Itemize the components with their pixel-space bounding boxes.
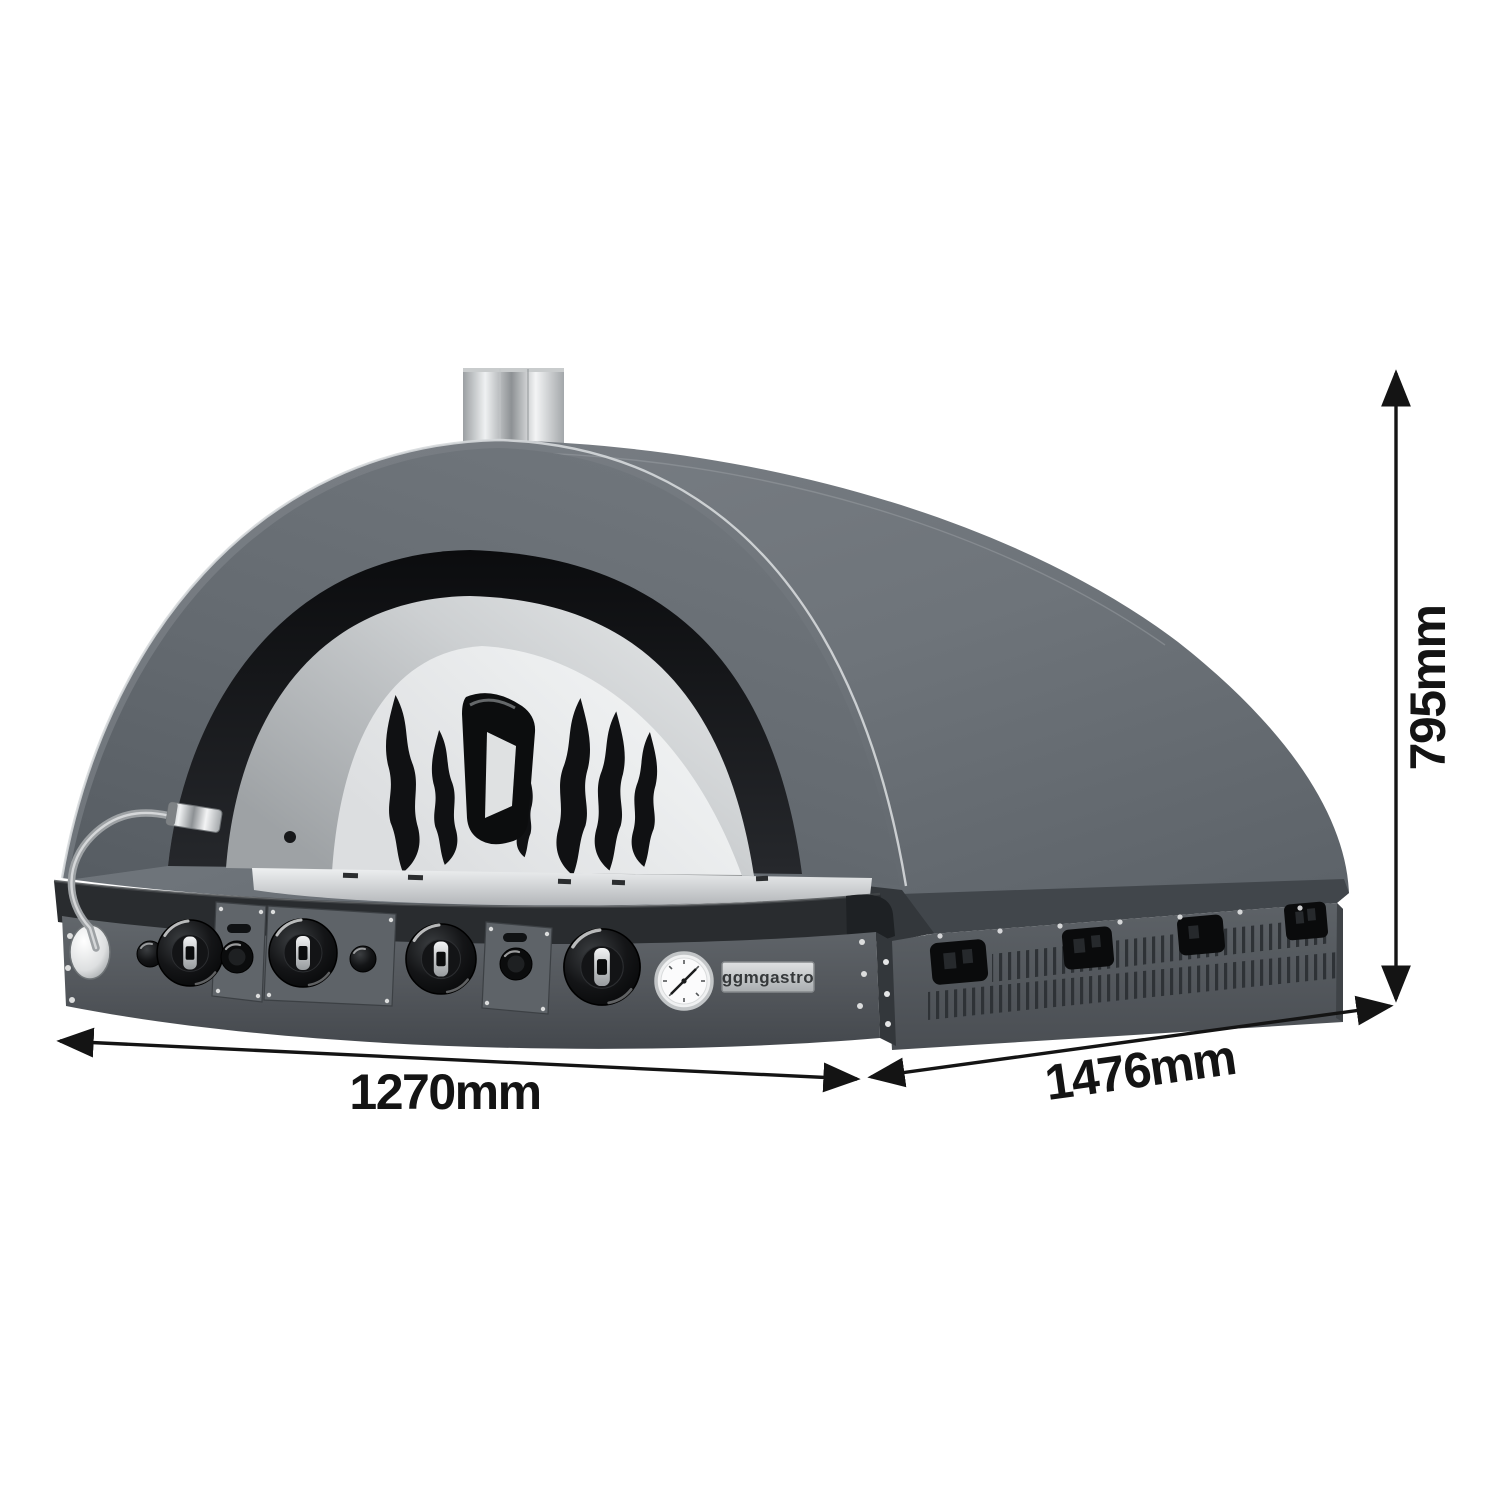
- frame-hole-left: [284, 831, 296, 843]
- pizza-oven: ggmgastro: [53, 368, 1349, 1050]
- side-panel-screws: [937, 905, 1303, 939]
- gas-knob-4: [562, 927, 642, 1007]
- depth-dimension-line: [867, 995, 1394, 1088]
- pilot-slot: [503, 933, 527, 942]
- igniter-cable: [67, 801, 223, 952]
- height-dimension-label: 795mm: [1400, 606, 1456, 771]
- ignition-button-1: [219, 939, 255, 975]
- ignition-button-2: [498, 946, 534, 982]
- gas-knob-1: [155, 918, 225, 988]
- width-dimension-label: 1270mm: [349, 1064, 540, 1120]
- gas-knob-3: [404, 922, 478, 996]
- vent-opening: [929, 939, 989, 985]
- vent-openings: [929, 901, 1328, 985]
- brand-label: ggmgastro: [722, 968, 814, 987]
- width-dimension-line: [56, 1027, 861, 1093]
- valve-button: [349, 945, 377, 973]
- chimney-flue-icon: [463, 368, 564, 444]
- brand-badge: ggmgastro: [721, 961, 815, 993]
- door-handle-icon: [462, 693, 536, 845]
- dome-rim-highlight: [60, 438, 908, 887]
- thermometer-gauge-icon: [654, 951, 714, 1011]
- depth-dimension-label: 1476mm: [1041, 1029, 1238, 1111]
- dome-front-face: [68, 448, 900, 886]
- vent-opening: [1177, 914, 1225, 956]
- igniter-tip: [165, 801, 223, 833]
- vent-opening: [1284, 901, 1328, 941]
- pilot-slot: [227, 924, 251, 933]
- control-panel: ggmgastro: [62, 901, 896, 1049]
- ledge-corner: [846, 894, 895, 943]
- panel-edge-screws: [65, 933, 867, 1009]
- vent-opening: [1061, 926, 1115, 970]
- dome-skirt: [899, 879, 1349, 938]
- plate-screws: [215, 906, 550, 1012]
- deck-strip: [252, 868, 872, 906]
- gas-knob-2: [267, 917, 339, 989]
- dimension-annotations: [56, 369, 1411, 1093]
- oven-door: [331, 646, 743, 877]
